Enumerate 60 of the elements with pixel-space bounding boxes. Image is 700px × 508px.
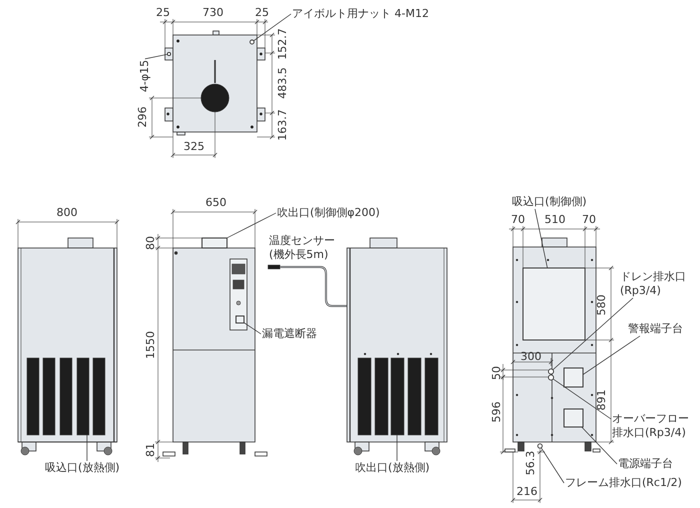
- callout-label: 漏電遮断器: [262, 327, 317, 341]
- leader-line: [552, 298, 634, 370]
- callout-label: 吹出口(放熱側): [355, 461, 430, 475]
- dimension-text: 163.7: [276, 109, 290, 141]
- leader-line: [552, 378, 612, 420]
- dimension-text: 325: [184, 140, 204, 154]
- dimension-text: 216: [516, 485, 538, 499]
- terminal-box: [564, 368, 584, 388]
- dimension-text: 596: [490, 402, 504, 422]
- dimension-text: 891: [595, 390, 609, 410]
- leader-line: [86, 434, 88, 462]
- leader-line: [396, 434, 398, 462]
- leader-line: [253, 14, 292, 42]
- leader-line: [540, 448, 564, 484]
- leader-line: [581, 426, 618, 464]
- vent-grille: [390, 358, 404, 436]
- mounting-hole: [166, 52, 172, 56]
- outlet-duct: [202, 238, 228, 248]
- dimension-text: 152.7: [276, 28, 290, 60]
- dimension-text: 510: [544, 213, 566, 227]
- callout-label: ドレン排水口(Rp3/4): [620, 270, 688, 298]
- leader-line: [534, 208, 548, 268]
- dimension-text: 50: [490, 366, 504, 380]
- dimension-text: 80: [144, 236, 158, 250]
- leader-line: [244, 322, 262, 334]
- dimension-text: 1550: [144, 331, 158, 359]
- drain-port: [548, 368, 554, 375]
- callout-label: 電源端子台: [618, 457, 673, 471]
- vent-grille: [76, 358, 90, 436]
- leader-line: [144, 54, 168, 60]
- dimension-text: 300: [520, 350, 542, 364]
- sensor-label: 温度センサー(機外長5m): [269, 234, 336, 262]
- dimension-text: 296: [136, 106, 150, 128]
- breaker-switch: [236, 316, 244, 324]
- leader-line: [582, 336, 640, 375]
- eyebolt-nut: [250, 40, 254, 44]
- dimension-text: 800: [56, 206, 78, 220]
- callout-label: 警報端子台: [628, 322, 683, 336]
- callout-label: フレーム排水口(Rc1/2): [565, 476, 682, 490]
- dimension-text: 650: [206, 196, 226, 210]
- callout-label: 吸込口(制御側): [512, 195, 587, 209]
- dimension-text: 25: [255, 6, 269, 20]
- drain-port: [548, 374, 554, 381]
- callout-label: 吸込口(放熱側): [45, 461, 120, 475]
- dimension-text: 730: [202, 6, 224, 20]
- inlet-opening: [522, 268, 586, 340]
- dimension-text: 483.5: [276, 67, 290, 99]
- dimension-text: 25: [156, 6, 170, 20]
- callout-label: 4-φ15: [138, 60, 152, 92]
- dimension-text: 81: [144, 443, 158, 457]
- terminal-box: [564, 408, 584, 428]
- dimension-text: 580: [595, 294, 609, 316]
- leader-line: [226, 212, 276, 238]
- drain-port: [537, 443, 543, 449]
- callout-label: オーバーフロー排水口(Rp3/4): [612, 412, 692, 440]
- dimension-text: 56.3: [524, 450, 538, 476]
- dimension-text: 70: [511, 213, 525, 227]
- dimension-text: 70: [582, 213, 596, 227]
- callout-label: 吹出口(制御側φ200): [277, 206, 380, 220]
- callout-label: アイボルト用ナット 4-M12: [292, 7, 429, 21]
